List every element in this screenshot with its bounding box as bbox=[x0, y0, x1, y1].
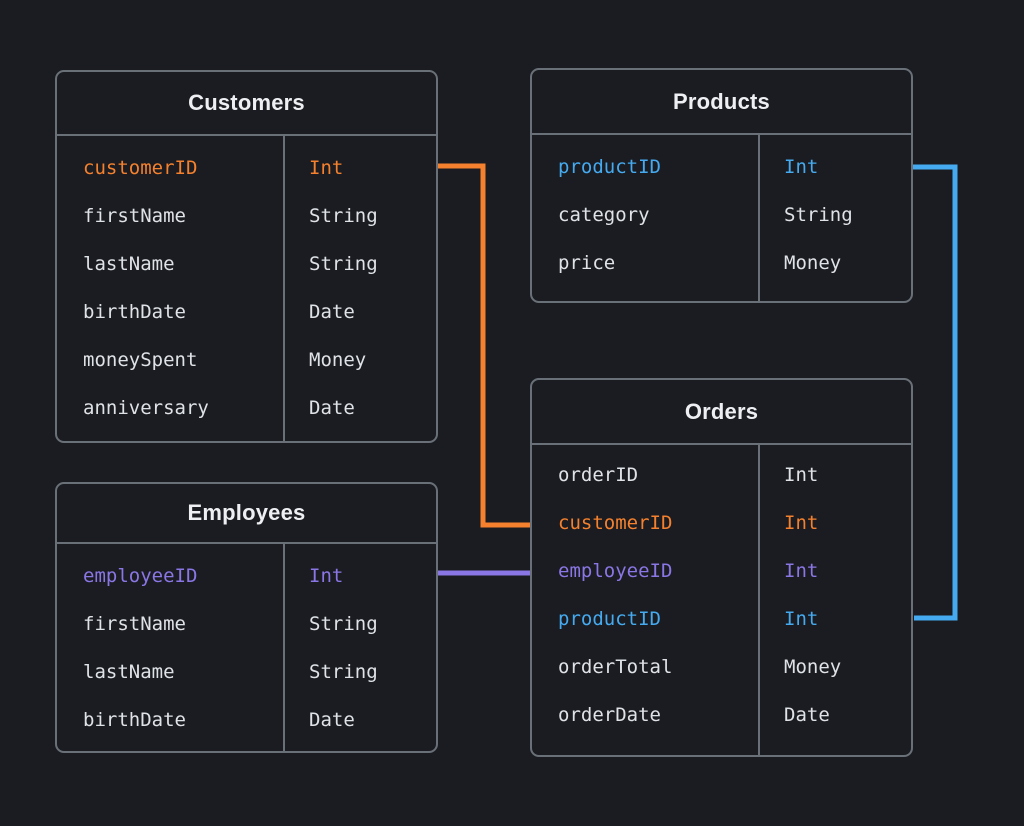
field-name: birthDate bbox=[83, 301, 186, 323]
field-type: Int bbox=[784, 156, 819, 178]
field-name: moneySpent bbox=[83, 349, 198, 371]
field-type: Money bbox=[784, 252, 842, 274]
entity-table-products[interactable]: Products productID category price Int St… bbox=[530, 68, 913, 303]
column-field-types: Int String String Date Money Date bbox=[285, 136, 436, 441]
column-field-names: customerID firstName lastName birthDate … bbox=[57, 136, 285, 441]
table-body: productID category price Int String Mone… bbox=[532, 135, 911, 301]
field-name: firstName bbox=[83, 205, 186, 227]
field-type: Date bbox=[784, 704, 830, 726]
table-title: Orders bbox=[684, 398, 759, 424]
connector-customers-orders bbox=[438, 163, 530, 528]
entity-table-customers[interactable]: Customers customerID firstName lastName … bbox=[55, 70, 438, 443]
table-header: Orders bbox=[532, 380, 911, 445]
field-type: Money bbox=[309, 349, 367, 371]
field-type: Date bbox=[309, 301, 355, 323]
field-type: Money bbox=[784, 656, 842, 678]
connector-products-orders bbox=[912, 164, 958, 621]
table-header: Products bbox=[532, 70, 911, 135]
field-name: orderID bbox=[558, 464, 639, 486]
field-name: customerID bbox=[558, 512, 673, 534]
column-field-names: orderID customerID employeeID productID … bbox=[532, 445, 760, 755]
field-name: productID bbox=[558, 156, 661, 178]
field-name: firstName bbox=[83, 613, 186, 635]
field-type: Int bbox=[309, 565, 344, 587]
field-type: Date bbox=[309, 397, 355, 419]
field-name: price bbox=[558, 252, 616, 274]
field-type: Int bbox=[784, 464, 819, 486]
table-title: Employees bbox=[187, 500, 306, 525]
field-type: Int bbox=[309, 157, 344, 179]
field-name: productID bbox=[558, 608, 661, 630]
field-type: String bbox=[309, 613, 378, 635]
field-type: Date bbox=[309, 709, 355, 731]
field-name: employeeID bbox=[83, 565, 198, 587]
field-type: Int bbox=[784, 512, 819, 534]
column-field-names: productID category price bbox=[532, 135, 760, 301]
field-name: category bbox=[558, 204, 650, 226]
column-field-names: employeeID firstName lastName birthDate bbox=[57, 544, 285, 751]
field-type: String bbox=[309, 253, 378, 275]
table-header: Employees bbox=[57, 484, 436, 544]
field-type: String bbox=[309, 205, 378, 227]
table-header: Customers bbox=[57, 72, 436, 136]
column-field-types: Int String Money bbox=[760, 135, 911, 301]
field-name: birthDate bbox=[83, 709, 186, 731]
field-name: orderDate bbox=[558, 704, 661, 726]
field-type: String bbox=[784, 204, 853, 226]
column-field-types: Int Int Int Int Money Date bbox=[760, 445, 911, 755]
entity-table-orders[interactable]: Orders orderID customerID employeeID pro… bbox=[530, 378, 913, 757]
field-name: customerID bbox=[83, 157, 198, 179]
field-name: lastName bbox=[83, 661, 175, 683]
table-body: employeeID firstName lastName birthDate … bbox=[57, 544, 436, 751]
entity-table-employees[interactable]: Employees employeeID firstName lastName … bbox=[55, 482, 438, 753]
table-title: Customers bbox=[188, 90, 305, 115]
field-type: Int bbox=[784, 608, 819, 630]
field-name: employeeID bbox=[558, 560, 673, 582]
field-name: anniversary bbox=[83, 397, 209, 419]
field-name: orderTotal bbox=[558, 656, 673, 678]
table-title: Products bbox=[673, 88, 770, 114]
field-name: lastName bbox=[83, 253, 175, 275]
table-body: orderID customerID employeeID productID … bbox=[532, 445, 911, 755]
column-field-types: Int String String Date bbox=[285, 544, 436, 751]
table-body: customerID firstName lastName birthDate … bbox=[57, 136, 436, 441]
field-type: Int bbox=[784, 560, 819, 582]
field-type: String bbox=[309, 661, 378, 683]
